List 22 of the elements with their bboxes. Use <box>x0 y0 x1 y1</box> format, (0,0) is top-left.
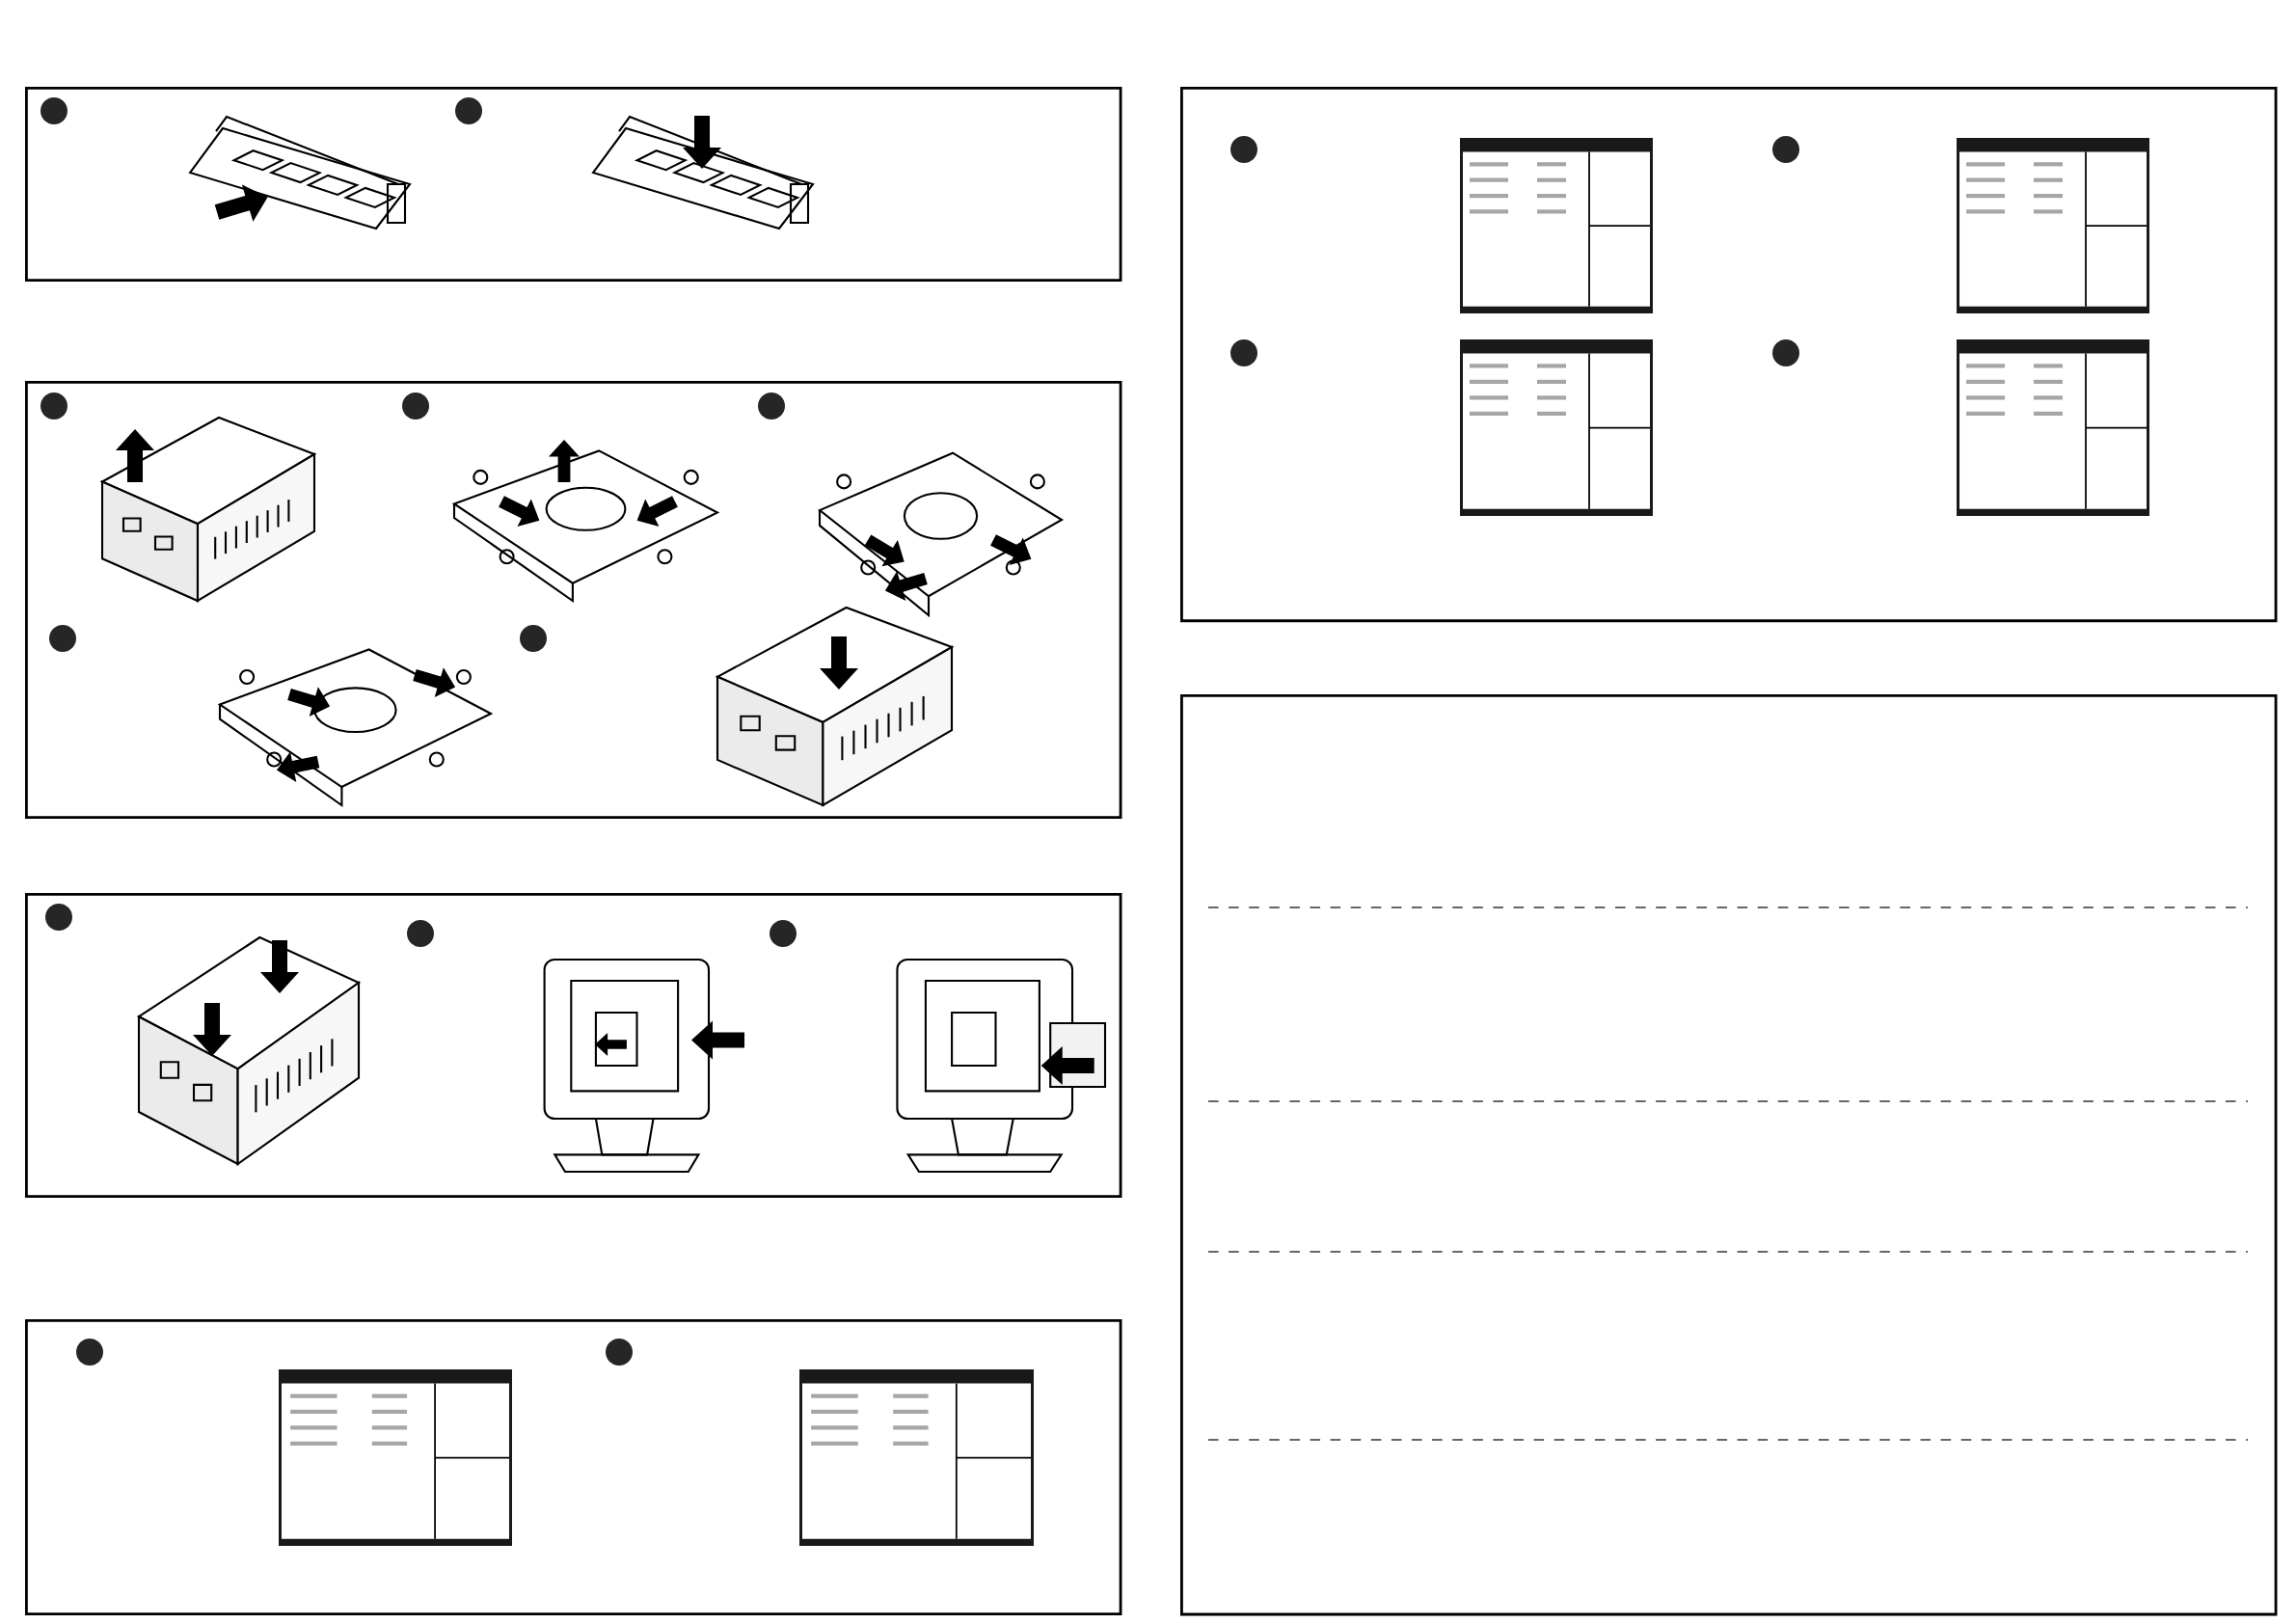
step-marker <box>41 392 68 420</box>
step-marker <box>1230 339 1257 366</box>
step-marker <box>1772 339 1800 366</box>
step-marker <box>45 904 72 932</box>
step-marker <box>1772 136 1800 163</box>
step-panel <box>25 893 1122 1198</box>
step-marker <box>41 97 68 124</box>
step-panel <box>1180 694 2278 1616</box>
step-marker <box>520 625 547 653</box>
step-marker <box>407 920 434 947</box>
step-marker <box>76 1339 103 1367</box>
step-panel <box>25 381 1122 820</box>
step-marker <box>455 97 482 124</box>
step-marker <box>770 920 797 947</box>
step-marker <box>1230 136 1257 163</box>
step-panel <box>25 1319 1122 1615</box>
step-marker <box>402 392 429 420</box>
step-panel <box>25 87 1122 282</box>
step-panel <box>1180 87 2278 623</box>
step-marker <box>758 392 785 420</box>
step-marker <box>606 1339 633 1367</box>
step-marker <box>49 625 76 653</box>
